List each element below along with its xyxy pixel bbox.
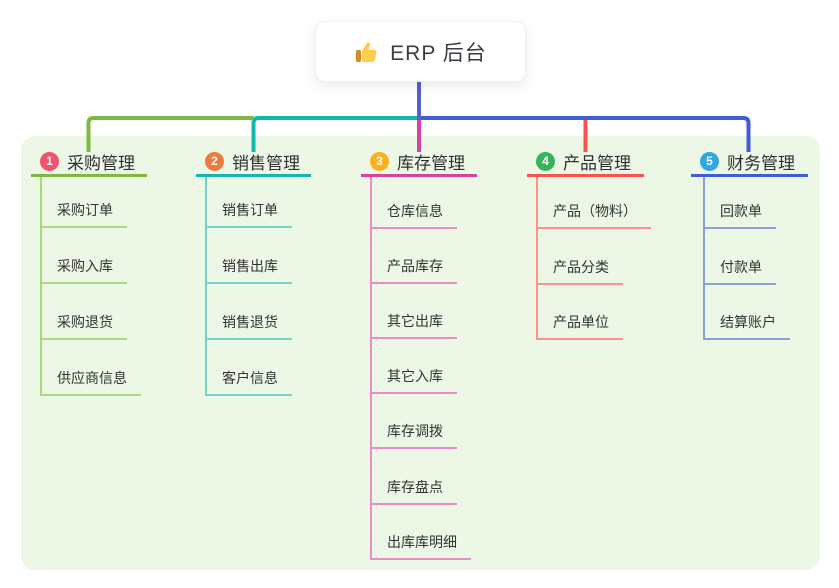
node-product-material[interactable]: 产品（物料） [536, 201, 651, 229]
node-sales-return[interactable]: 销售退货 [205, 312, 292, 340]
node-sales-order[interactable]: 销售订单 [205, 200, 292, 228]
branch-finance: 5 财务管理 回款单 付款单 结算账户 [691, 148, 808, 340]
branch-title-inventory[interactable]: 3 库存管理 [361, 148, 477, 177]
badge-5: 5 [700, 151, 719, 171]
branches-background-panel [21, 136, 820, 570]
branch-title-label: 库存管理 [397, 153, 465, 173]
branch-trunk-line [205, 177, 207, 396]
node-product-category[interactable]: 产品分类 [536, 257, 623, 285]
branch-title-sales[interactable]: 2 销售管理 [196, 148, 311, 177]
node-warehouse-info[interactable]: 仓库信息 [370, 201, 457, 229]
branch-title-procurement[interactable]: 1 采购管理 [31, 148, 147, 177]
branch-title-product[interactable]: 4 产品管理 [527, 148, 644, 177]
badge-1: 1 [40, 151, 59, 171]
badge-4: 4 [536, 151, 555, 171]
branch-trunk-line [40, 177, 42, 396]
branch-procurement: 1 采购管理 采购订单 采购入库 采购退货 供应商信息 [31, 148, 147, 396]
node-payment-form[interactable]: 付款单 [703, 257, 776, 285]
branch-title-label: 销售管理 [232, 153, 300, 173]
badge-3: 3 [370, 151, 389, 171]
branch-title-label: 采购管理 [67, 153, 135, 173]
node-purchase-return[interactable]: 采购退货 [40, 312, 127, 340]
node-receipt-form[interactable]: 回款单 [703, 201, 776, 229]
branch-trunk-line [703, 177, 705, 340]
node-product-unit[interactable]: 产品单位 [536, 312, 623, 340]
node-stock-transfer[interactable]: 库存调拨 [370, 421, 457, 449]
node-other-inbound[interactable]: 其它入库 [370, 366, 457, 394]
badge-2: 2 [205, 151, 224, 171]
branch-trunk-line [536, 177, 538, 340]
node-settlement-account[interactable]: 结算账户 [703, 312, 790, 340]
node-other-outbound[interactable]: 其它出库 [370, 311, 457, 339]
node-outbound-detail[interactable]: 出库库明细 [370, 532, 471, 560]
branch-product: 4 产品管理 产品（物料） 产品分类 产品单位 [527, 148, 651, 340]
node-sales-outbound[interactable]: 销售出库 [205, 256, 292, 284]
branch-trunk-line [370, 177, 372, 560]
root-node-erp[interactable]: ERP 后台 [315, 21, 526, 82]
node-product-stock[interactable]: 产品库存 [370, 256, 457, 284]
node-purchase-order[interactable]: 采购订单 [40, 200, 127, 228]
branch-title-label: 产品管理 [563, 153, 631, 173]
node-purchase-inbound[interactable]: 采购入库 [40, 256, 127, 284]
node-stock-taking[interactable]: 库存盘点 [370, 477, 457, 505]
branch-title-finance[interactable]: 5 财务管理 [691, 148, 808, 177]
root-node-title: ERP 后台 [390, 41, 487, 65]
branch-inventory: 3 库存管理 仓库信息 产品库存 其它出库 其它入库 库存调拨 库存盘点 出库库… [361, 148, 477, 560]
node-customer-info[interactable]: 客户信息 [205, 368, 292, 396]
branch-title-label: 财务管理 [727, 153, 795, 173]
thumbs-up-icon [356, 41, 377, 62]
branch-sales: 2 销售管理 销售订单 销售出库 销售退货 客户信息 [196, 148, 311, 396]
node-supplier-info[interactable]: 供应商信息 [40, 368, 141, 396]
